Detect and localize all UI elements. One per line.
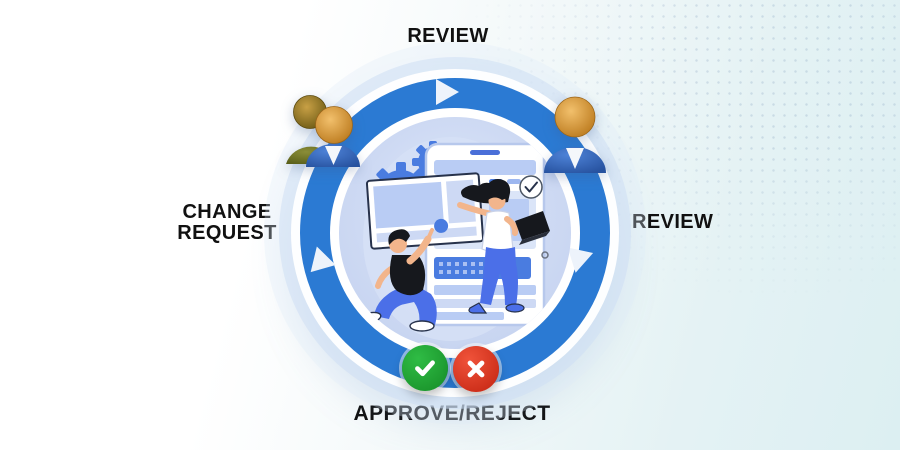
- label-approve-reject: APPROVE/REJECT: [353, 402, 551, 425]
- laptop-icon: [515, 211, 550, 245]
- label-change-request: CHANGE REQUEST: [117, 202, 337, 244]
- standing-woman: [457, 179, 550, 314]
- label-change-request-line1: CHANGE: [182, 201, 272, 223]
- collaboration-illustration: [358, 137, 550, 341]
- reject-cross-icon: [453, 346, 499, 392]
- reviewers-group-icon: [286, 95, 360, 167]
- label-review-top: REVIEW: [407, 25, 489, 47]
- kneeling-man: [358, 228, 437, 332]
- cycle-inner-disc: [339, 117, 571, 349]
- approve-check-icon: [402, 345, 448, 391]
- clockwise-arrow-icon: [436, 79, 459, 105]
- reviewer-icon: [544, 96, 606, 173]
- label-change-request-line2: REQUEST: [177, 222, 277, 244]
- check-badge-icon: [519, 175, 543, 199]
- dot-decoration: [541, 251, 549, 259]
- label-review-right: REVIEW: [632, 211, 714, 233]
